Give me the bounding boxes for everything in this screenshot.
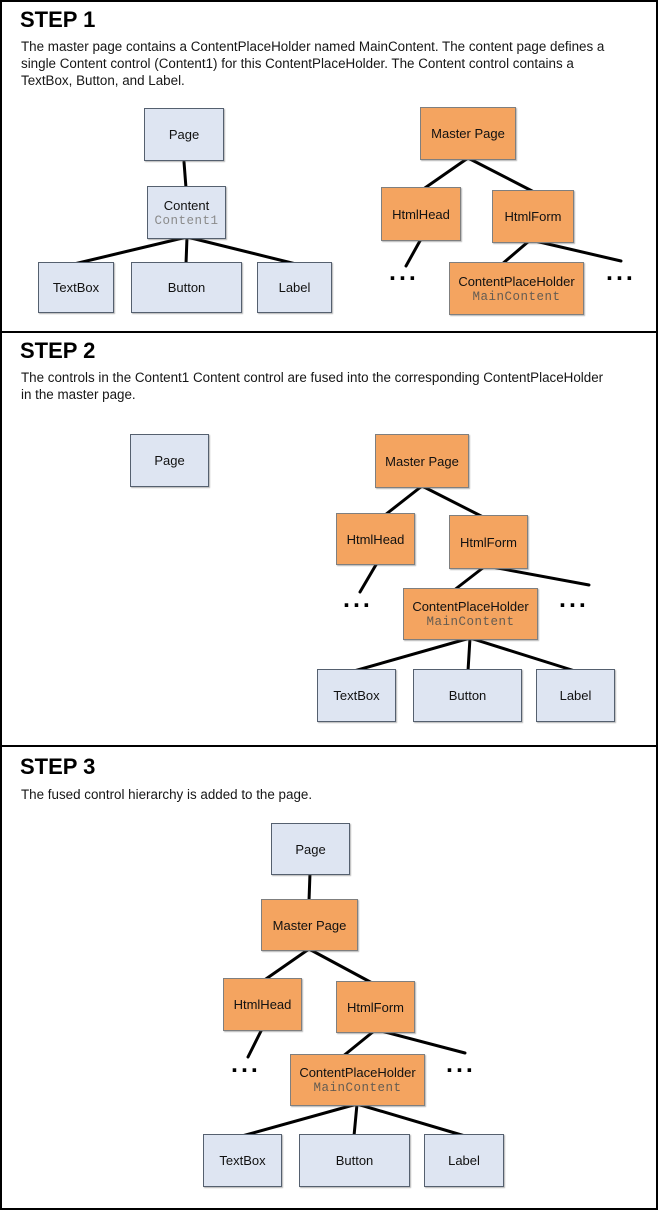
ellipsis-icon: ... (606, 258, 636, 286)
node-label: Label (448, 1153, 480, 1168)
node-label: Page (154, 453, 185, 468)
connector-line (72, 235, 189, 266)
node-label: HtmlForm (459, 534, 518, 550)
step2-node-label: Label (536, 669, 615, 722)
node-label: TextBox (333, 688, 380, 703)
connector-line (182, 160, 188, 190)
node-sublabel: Content1 (154, 213, 219, 228)
node-label: Master Page (385, 453, 459, 469)
step2-description-line: The controls in the Content1 Content con… (21, 370, 604, 385)
node-label: HtmlForm (504, 209, 562, 224)
step1-description-line: TextBox, Button, and Label. (21, 73, 185, 88)
node-label: Page (295, 841, 326, 857)
node-label: HtmlHead (346, 531, 405, 547)
step3-node-label: Label (424, 1134, 504, 1187)
node-sublabel: MainContent (426, 615, 515, 629)
step1-description: The master page contains a ContentPlaceH… (21, 38, 643, 89)
step2-node-textbox: TextBox (317, 669, 396, 722)
connector-line (352, 1102, 359, 1138)
step3-node-button: Button (299, 1134, 410, 1187)
step2-title: STEP 2 (20, 338, 96, 363)
connector-line (261, 947, 311, 983)
panel-separator (2, 745, 656, 747)
step2-node-master-page: Master Page (375, 434, 469, 488)
step3-node-htmlform: HtmlForm (336, 981, 415, 1033)
node-label: ContentPlaceHolder (299, 1065, 416, 1080)
step1-description-line: single Content control (Content1) for th… (21, 56, 574, 71)
connector-line (420, 484, 487, 520)
node-label: Button (448, 688, 487, 703)
node-label: ContentPlaceHolder (412, 599, 529, 614)
ellipsis-icon: ... (343, 585, 373, 613)
step1-node-button: Button (131, 262, 242, 313)
node-label: Label (559, 688, 592, 703)
ellipsis-icon: ... (446, 1050, 476, 1078)
step3-title: STEP 3 (20, 754, 96, 779)
connector-line (307, 947, 376, 986)
ellipsis-icon: ... (231, 1050, 261, 1078)
step2-node-button: Button (413, 669, 522, 722)
connector-line (240, 1102, 359, 1138)
connector-line (355, 1102, 467, 1138)
node-label: TextBox (52, 280, 100, 295)
connector-line (466, 156, 536, 194)
node-label: HtmlHead (233, 997, 292, 1012)
step1-description-line: The master page contains a ContentPlaceH… (21, 39, 605, 54)
connector-line (185, 235, 298, 266)
step1-node-content: Content Content1 (147, 186, 226, 239)
step2-node-contentplaceholder: ContentPlaceHolder MainContent (403, 588, 538, 640)
connector-line (468, 636, 577, 673)
node-label: HtmlHead (392, 206, 450, 222)
connector-line (420, 156, 470, 192)
node-label: Button (167, 280, 206, 295)
step3-node-page: Page (271, 823, 350, 875)
step3-description: The fused control hierarchy is added to … (21, 786, 643, 803)
step2-description-line: in the master page. (21, 387, 136, 402)
step1-title: STEP 1 (20, 7, 96, 32)
node-sublabel: MainContent (313, 1081, 402, 1095)
step1-node-page: Page (144, 108, 224, 161)
node-label: Master Page (431, 126, 505, 141)
node-label: Content (163, 197, 210, 213)
step2-description: The controls in the Content1 Content con… (21, 369, 643, 403)
node-label: Label (278, 280, 311, 295)
node-label: ContentPlaceHolder (458, 273, 575, 289)
step1-node-label: Label (257, 262, 332, 313)
step1-node-htmlform: HtmlForm (492, 190, 574, 243)
step1-node-contentplaceholder: ContentPlaceHolder MainContent (449, 262, 584, 315)
connector-line (490, 565, 591, 587)
connector-line (466, 636, 472, 673)
step3-node-contentplaceholder: ContentPlaceHolder MainContent (290, 1054, 425, 1106)
node-label: Page (168, 127, 200, 142)
step3-node-htmlhead: HtmlHead (223, 978, 302, 1031)
step3-description-line: The fused control hierarchy is added to … (21, 787, 313, 802)
node-sublabel: MainContent (472, 289, 561, 304)
connector-line (352, 636, 472, 673)
ellipsis-icon: ... (389, 258, 419, 286)
connector-line (307, 871, 312, 903)
ellipsis-icon: ... (559, 585, 589, 613)
step2-node-page: Page (130, 434, 209, 487)
step3-node-textbox: TextBox (203, 1134, 282, 1187)
connector-line (383, 484, 424, 517)
step2-node-htmlhead: HtmlHead (336, 513, 415, 565)
node-label: Master Page (272, 917, 347, 933)
step1-node-htmlhead: HtmlHead (381, 187, 461, 241)
node-label: Button (335, 1153, 374, 1168)
node-label: HtmlForm (346, 999, 405, 1015)
panel-separator (2, 331, 656, 333)
connector-line (184, 235, 189, 266)
node-label: TextBox (219, 1153, 266, 1168)
step1-node-textbox: TextBox (38, 262, 114, 313)
step1-node-master-page: Master Page (420, 107, 516, 160)
step2-node-htmlform: HtmlForm (449, 515, 528, 569)
step3-node-master-page: Master Page (261, 899, 358, 951)
